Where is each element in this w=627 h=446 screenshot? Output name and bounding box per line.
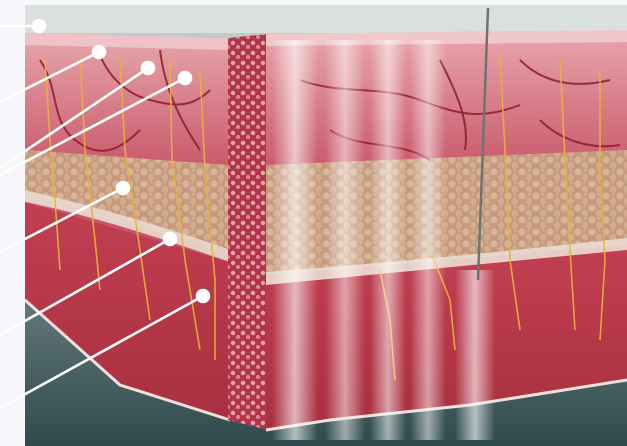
callout-dot-dermis-upper [142, 62, 154, 74]
cut-face [228, 34, 268, 430]
callout-dot-muscle [197, 290, 209, 302]
callout-dot-dermis-lower [179, 72, 191, 84]
top-surface [25, 5, 627, 33]
callout-dot-epidermis [93, 46, 105, 58]
callout-dot-surface [33, 20, 45, 32]
callout-dot-fascia [164, 233, 176, 245]
callout-dot-fat [117, 182, 129, 194]
right-tissue-block [266, 30, 627, 430]
